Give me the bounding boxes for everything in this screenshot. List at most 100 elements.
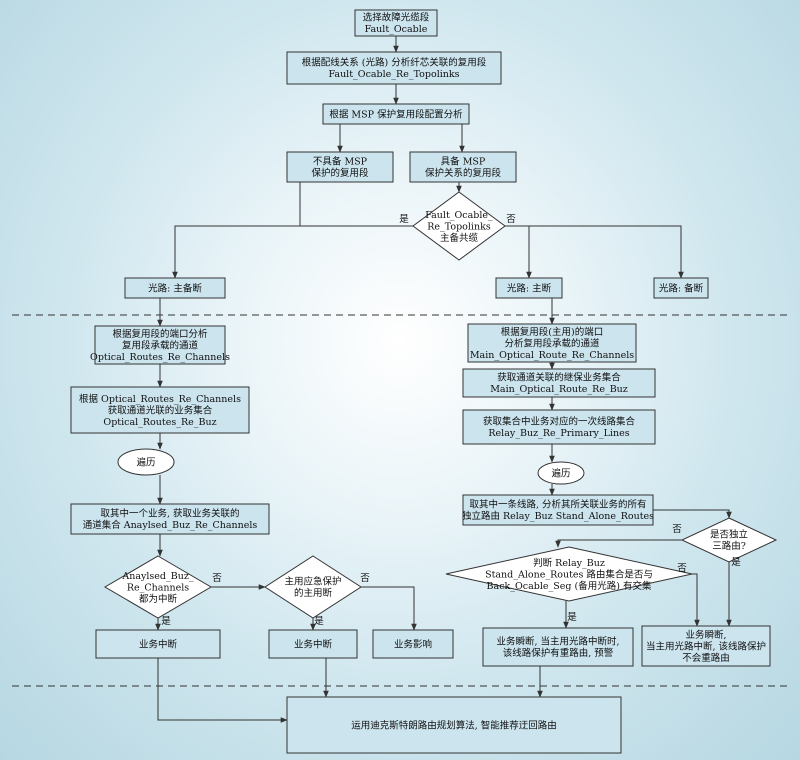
node-r1: 光路: 主备断	[124, 277, 226, 299]
edge-Ld2-Lr3	[361, 586, 417, 631]
node-d1-line-1: Fault_Ocable_	[425, 210, 493, 221]
node-Rr1-text: 该线路保护有	[503, 647, 560, 659]
node-Ld2-line-1: 主用应急保护	[284, 576, 341, 588]
edge-R4-Rd1	[653, 509, 732, 519]
node-R1-line-3: Main_Optical_Route_Re_Channels	[470, 350, 634, 361]
node-d1-line-2: Re_Topolinks	[427, 221, 491, 232]
node-n2-text: Fault_Ocable_Re_Topolinks	[328, 69, 459, 80]
node-n4-text: 保护的复用段	[311, 167, 369, 179]
node-R1-text: Main_Optical_Route_Re_Channels	[470, 350, 634, 361]
node-n2: 根据配线关系 (光路) 分析纤芯关联的复用段Fault_Ocable_Re_To…	[286, 51, 502, 85]
edge-n4-d1	[299, 182, 413, 227]
node-r3: 光路: 备断	[653, 277, 709, 299]
node-L3-text: 取其中一个业务, 获取业务关联的	[100, 508, 239, 520]
edge-label-e-d1-no: 否	[506, 214, 516, 225]
node-Le-text: 遍历	[136, 456, 155, 468]
node-L1-line-2: 复用段承载的通道	[122, 339, 199, 351]
node-L3-text: 通道集合 Anaylsed_Buz_Re_Channels	[83, 519, 258, 531]
node-r2: 光路: 主断	[495, 277, 563, 299]
node-Rd1-diamond	[680, 517, 778, 563]
node-Rr2-line-2: 当主用光路中断, 该线路保护	[646, 640, 766, 652]
node-Rd1-text: 三路由?	[712, 540, 746, 552]
node-d1-text: Fault_Ocable_	[425, 210, 493, 221]
node-Lr3: 业务影响	[372, 629, 454, 659]
node-r3-box	[653, 277, 709, 299]
node-Rr2-text: 不会重路由	[682, 652, 730, 664]
node-n3-text: 根据 MSP 保护复用段配置分析	[329, 108, 463, 120]
edge-label-e-d1-yes: 是	[399, 214, 409, 225]
node-n2-text: 根据配线关系 (光路) 分析纤芯关联的复用段	[302, 57, 487, 69]
node-R4-line-2: 独立路由 Relay_Buz Stand_Alone_Routes	[462, 510, 654, 522]
node-Ld1-line-3: 都为中断	[139, 593, 178, 605]
node-Rd2-line-3: Back_Ocable_Seg (备用光路) 有交集	[487, 580, 652, 592]
edge-label-e-rd2-yes: 是	[567, 612, 577, 623]
node-Lr3-box	[372, 629, 454, 659]
node-L3-line-2: 通道集合 Anaylsed_Buz_Re_Channels	[83, 519, 258, 531]
node-R4-line-1: 取其中一条线路, 分析其所关联业务的所有	[469, 499, 646, 511]
edge-d1-r3	[505, 225, 684, 279]
node-Rr1-text: 预警	[594, 647, 614, 659]
node-n1-line-1: 选择故障光缆段	[363, 12, 430, 24]
node-Rd2-text: 判断 Relay_Buz	[533, 557, 605, 569]
node-L1: 根据复用段的端口分析复用段承载的通道Optical_Routes_Re_Chan…	[90, 325, 230, 365]
edge-label-e-ld2-no: 否	[360, 573, 370, 584]
node-Re: 遍历	[537, 461, 585, 485]
node-R1: 根据复用段(主用)的端口分析复用段承载的通道Main_Optical_Route…	[467, 323, 637, 363]
node-R3-text: 获取集合中业务对应的一次线路集合	[483, 416, 636, 428]
edge-label-e-rd1-yes: 是	[731, 557, 741, 568]
node-R2-text: 获取通道关联的继保业务集合	[497, 372, 621, 384]
node-r2-line-1: 光路: 主断	[507, 282, 552, 294]
node-R2-text: Main_Optical_Route_Re_Buz	[490, 384, 628, 395]
node-R4-box	[462, 494, 654, 526]
node-n5-text: 保护关系的复用段	[425, 167, 502, 179]
edges	[155, 36, 732, 723]
node-L2: 根据 Optical_Routes_Re_Channels获取通道光联的业务集合…	[70, 386, 250, 434]
node-Lr3-line-1: 业务影响	[394, 638, 432, 650]
node-R3-line-1: 获取集合中业务对应的一次线路集合	[483, 416, 636, 428]
node-Ld1-text: 都为中断	[139, 593, 178, 605]
node-R4-text: 取其中一条线路, 分析其所关联业务的所有	[469, 499, 646, 511]
node-Ld1-diamond	[104, 555, 212, 619]
node-Rd1-text: 是否独立	[710, 529, 748, 541]
node-Rr2-text: 当主用光路中断, 该线路保护	[646, 640, 766, 652]
node-F: 运用迪克斯特朗路由规划算法, 智能推荐迂回路由	[286, 696, 622, 754]
node-r1-text: 光路: 主备断	[148, 282, 202, 294]
edge-label-e-rd1-no: 否	[672, 524, 682, 535]
node-F-text: 智能推荐迂回路由	[481, 719, 557, 731]
node-L2-line-2: 获取通道光联的业务集合	[108, 404, 213, 416]
node-L1-box	[94, 325, 226, 365]
node-F-box	[286, 696, 622, 754]
node-L2-text: 获取通道光联的业务集合	[108, 404, 213, 416]
node-Rd1-line-1: 是否独立	[710, 529, 748, 541]
node-R3-line-2: Relay_Buz_Re_Primary_Lines	[488, 428, 629, 439]
node-Rr1: 业务瞬断, 当主用光路中断时,该线路保护有重路由, 预警	[482, 627, 634, 667]
node-Le-line-1: 遍历	[136, 456, 155, 468]
node-R1-line-2: 分析复用段承载的通道	[504, 337, 600, 349]
node-Re-line-1: 遍历	[551, 467, 570, 479]
node-Rr2-line-3: 不会重路由	[682, 652, 730, 664]
node-r1-line-1: 光路: 主备断	[148, 282, 202, 294]
node-n5-line-2: 保护关系的复用段	[425, 167, 502, 179]
node-R3: 获取集合中业务对应的一次线路集合Relay_Buz_Re_Primary_Lin…	[462, 409, 656, 445]
node-Rr1-text: 重路由	[560, 647, 589, 659]
node-Rr2-text: 业务瞬断	[685, 629, 724, 641]
node-Lr1-box	[95, 629, 221, 659]
node-Rr1-line-1: 业务瞬断, 当主用光路中断时,	[496, 636, 619, 648]
node-Rr1-text: , 当主用光路中断时,	[534, 636, 619, 648]
edge-Lr1-F	[157, 658, 288, 723]
node-L2-box	[70, 386, 250, 434]
node-R1-text: 根据复用段(主用)的端口	[501, 326, 603, 338]
node-L1-text: Optical_Routes_Re_Channels	[90, 352, 230, 363]
node-Ld1-text: Anaylsed_Buz_	[121, 571, 193, 582]
node-d1-line-3: 主备共缆	[440, 232, 479, 244]
node-L2-line-3: Optical_Routes_Re_Buz	[103, 417, 216, 428]
node-Rd2-diamond	[445, 546, 693, 602]
node-Rr1-text: 业务瞬断	[496, 636, 535, 648]
